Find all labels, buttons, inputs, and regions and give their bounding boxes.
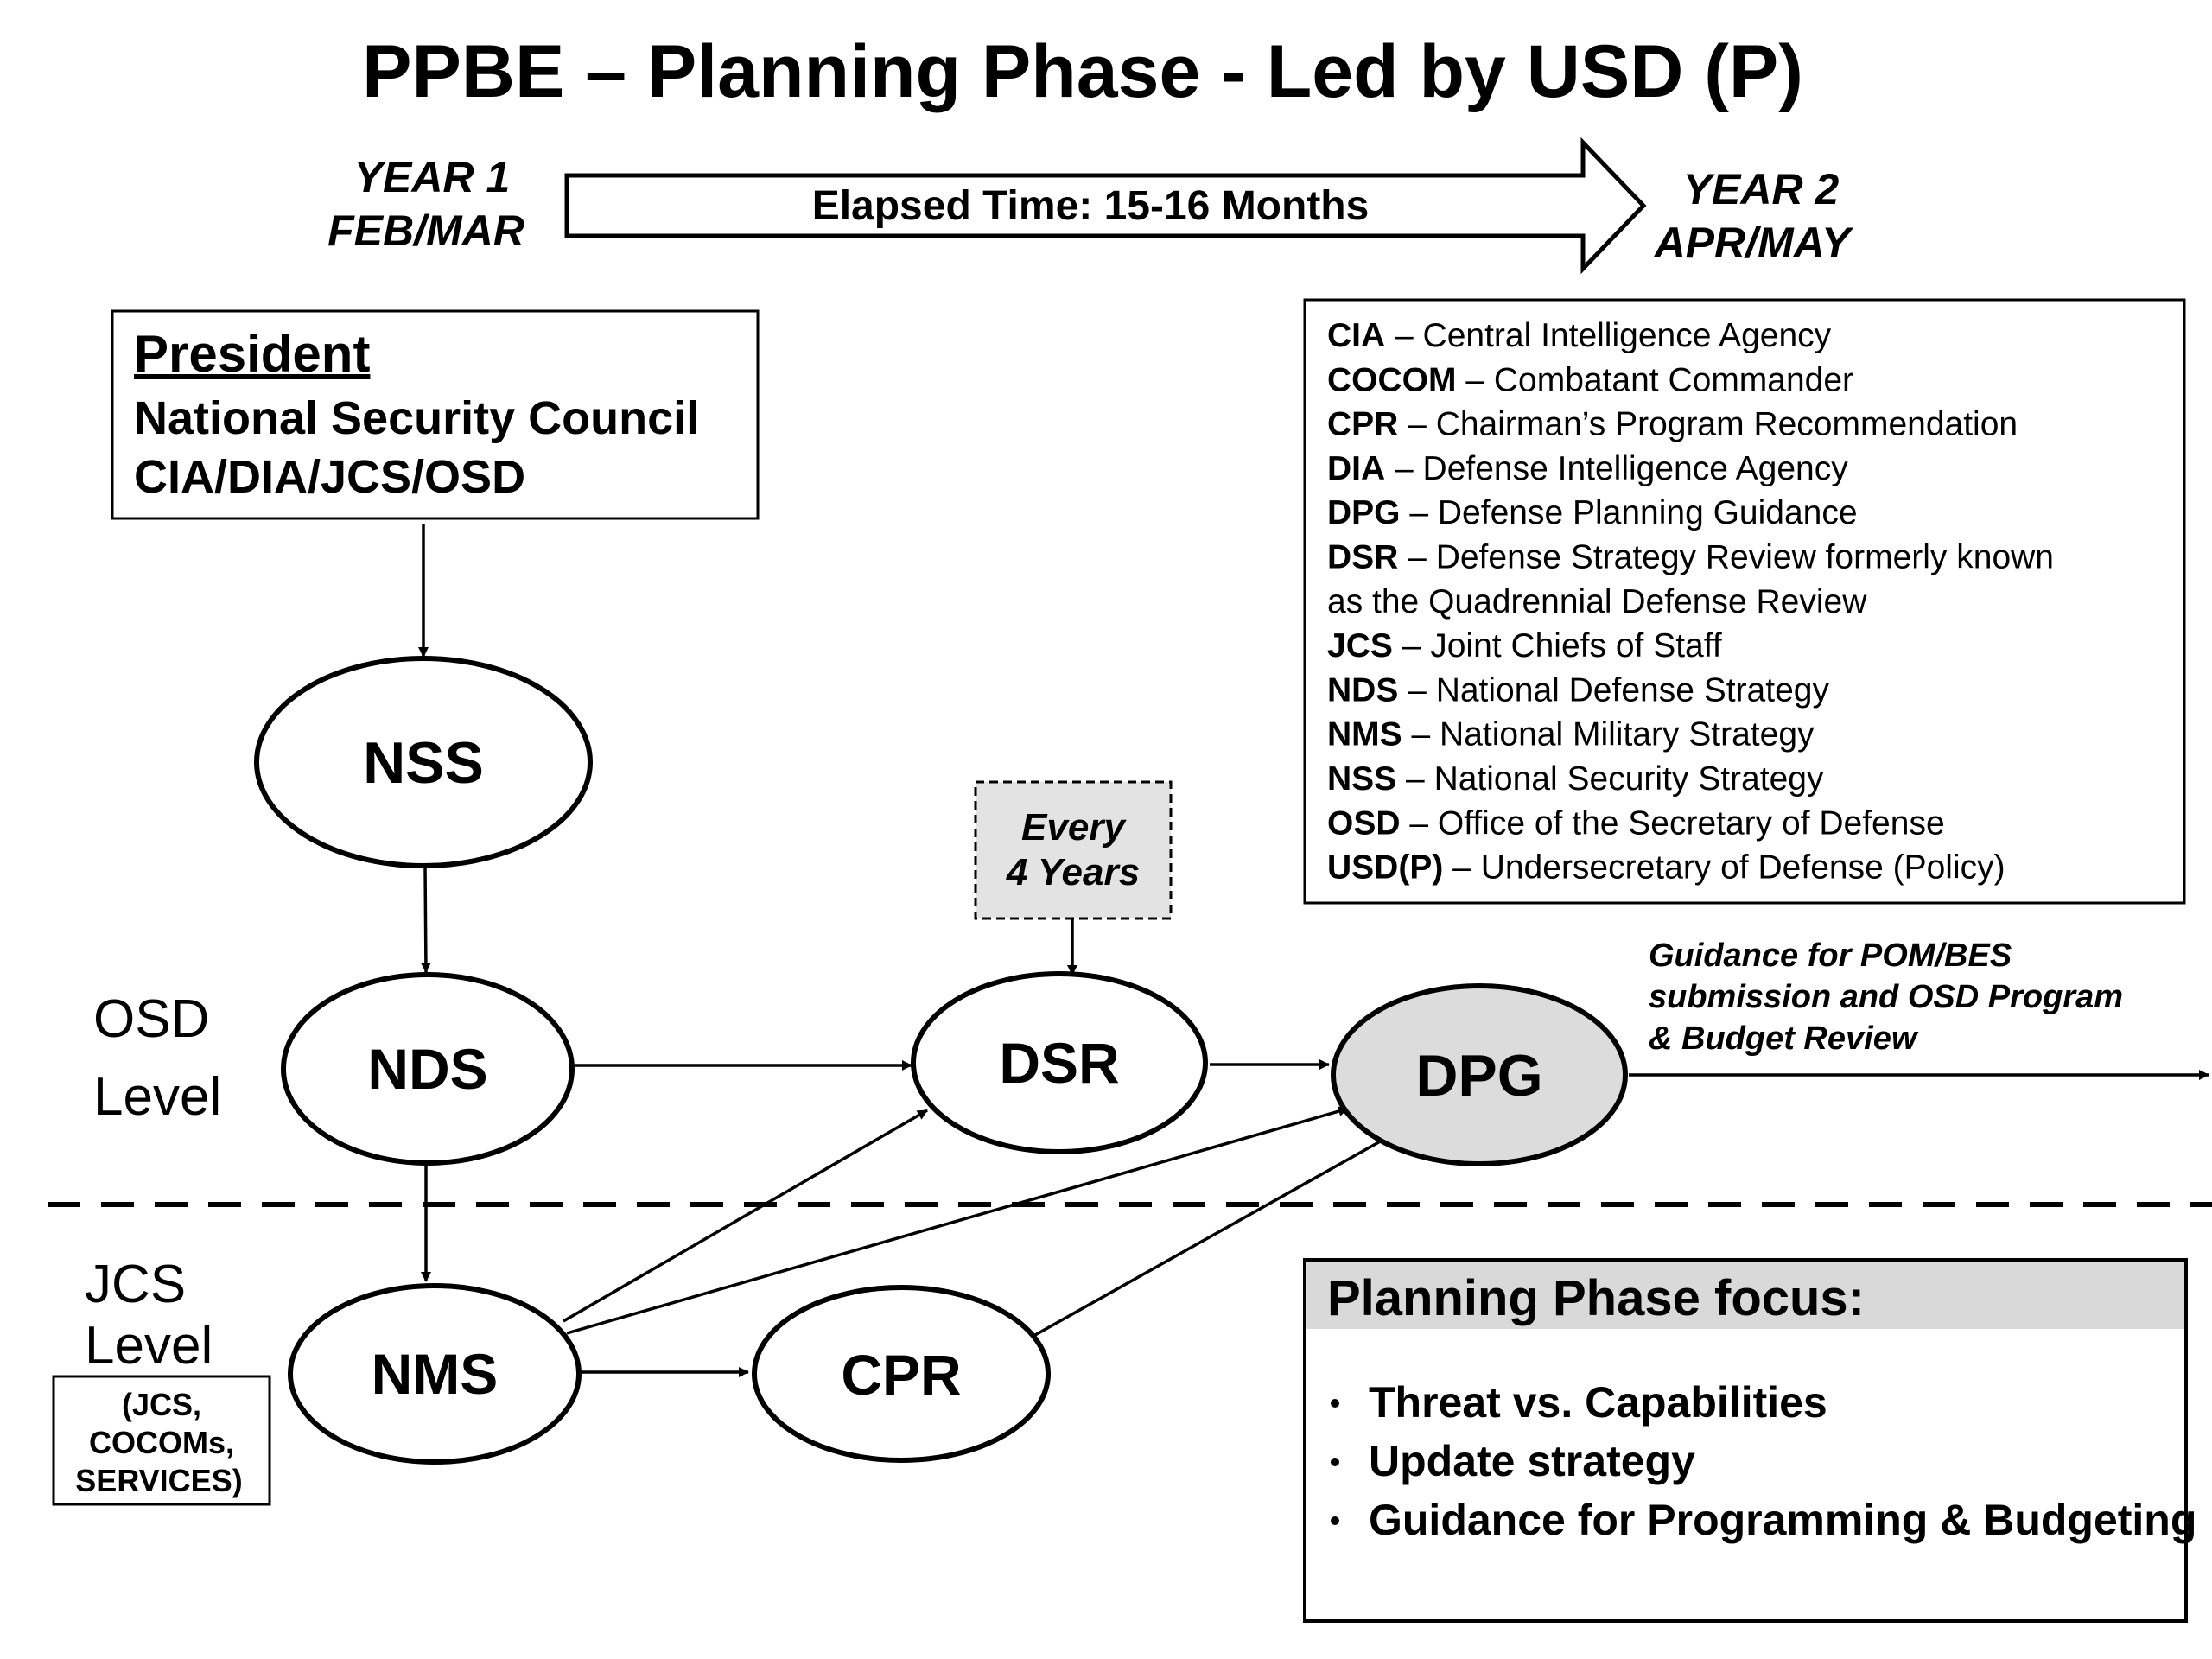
timeline-end-year: YEAR 2 (1683, 165, 1840, 213)
every-four-years-line1: Every (1021, 806, 1127, 849)
arrow-cpr-to-dpg (1034, 1135, 1390, 1337)
glossary-abbr: CPR (1327, 406, 1398, 443)
glossary-item: DIA – Defense Intelligence Agency (1327, 450, 1848, 487)
nms-node (288, 1283, 582, 1465)
jcs-members-line2: COCOMs, (89, 1425, 234, 1460)
glossary-definition: – Combatant Commander (1457, 361, 1854, 398)
timeline-end-months: APR/MAY (1653, 219, 1855, 267)
glossary-abbr: NSS (1327, 760, 1396, 798)
jcs-members-line3: SERVICES) (75, 1463, 242, 1498)
glossary-item: NSS – National Security Strategy (1327, 760, 1824, 798)
every-four-years-box (974, 780, 1173, 920)
glossary-definition: – Undersecretary of Defense (Policy) (1443, 849, 2005, 887)
dpg-output-line1: Guidance for POM/BES (1649, 938, 2012, 974)
jcs-level-label-line2: Level (85, 1316, 213, 1376)
glossary-item: NDS – National Defense Strategy (1327, 671, 1829, 709)
nss-node (254, 656, 593, 868)
nds-node-label: NDS (367, 1037, 487, 1101)
glossary-item: CPR – Chairman’s Program Recommendation (1327, 406, 2018, 443)
glossary-abbr: DPG (1327, 494, 1401, 531)
focus-item: Threat vs. Capabilities (1369, 1378, 1827, 1427)
focus-bullet-icon (1331, 1458, 1339, 1466)
focus-header-band (1306, 1262, 2184, 1329)
glossary-abbr: COCOM (1327, 361, 1457, 398)
timeline-start-months: FEB/MAR (327, 207, 524, 255)
glossary-item: OSD – Office of the Secretary of Defense (1327, 804, 1945, 842)
dsr-node (911, 971, 1208, 1154)
dpg-output-line3: & Budget Review (1649, 1020, 1919, 1057)
glossary-definition: – Defense Strategy Review formerly known (1398, 539, 2054, 576)
glossary-item: DPG – Defense Planning Guidance (1327, 494, 1858, 531)
elapsed-time-arrow (564, 137, 1647, 275)
glossary-item: USD(P) – Undersecretary of Defense (Poli… (1327, 849, 2005, 887)
elapsed-time-label: Elapsed Time: 15-16 Months (812, 183, 1370, 229)
glossary-item: COCOM – Combatant Commander (1327, 361, 1853, 398)
glossary-definition: – Defense Planning Guidance (1401, 494, 1858, 531)
glossary-abbr: DIA (1327, 450, 1385, 487)
nss-node-label: NSS (363, 730, 484, 796)
page-title: PPBE – Planning Phase - Led by USD (P) (362, 30, 1803, 113)
president-heading: President (134, 325, 370, 383)
glossary-abbr: USD(P) (1327, 849, 1443, 887)
dsr-node-label: DSR (999, 1031, 1119, 1095)
glossary-definition: – Joint Chiefs of Staff (1393, 627, 1722, 664)
jcs-members-line1: (JCS, (122, 1387, 201, 1422)
arrow-nms-to-dpg (566, 1106, 1349, 1335)
focus-bullet-icon (1331, 1399, 1339, 1408)
glossary-abbr: JCS (1327, 627, 1393, 664)
glossary-abbr: OSD (1327, 804, 1401, 842)
glossary-definition: as the Quadrennial Defense Review (1327, 583, 1867, 620)
glossary-abbr: NDS (1327, 671, 1398, 709)
jcs-members-box (52, 1375, 271, 1506)
dpg-output-line2: submission and OSD Program (1649, 979, 2123, 1015)
nds-node (281, 972, 575, 1166)
arrow-nss-to-nds (420, 866, 431, 973)
president-line-agencies: CIA/DIA/JCS/OSD (134, 451, 525, 503)
focus-item: Update strategy (1369, 1437, 1695, 1485)
focus-bullet-icon (1331, 1516, 1339, 1525)
glossary-item: NMS – National Military Strategy (1327, 716, 1815, 753)
glossary-definition: – Chairman’s Program Recommendation (1398, 406, 2018, 443)
arrow-nms-to-dsr (563, 1109, 928, 1323)
focus-heading: Planning Phase focus: (1327, 1270, 1865, 1326)
osd-level-label-line1: OSD (93, 989, 209, 1049)
every-four-years-line2: 4 Years (1006, 851, 1140, 893)
glossary-item: CIA – Central Intelligence Agency (1327, 317, 1832, 354)
glossary-abbr: DSR (1327, 539, 1398, 576)
cpr-node (752, 1285, 1051, 1463)
glossary-item: JCS – Joint Chiefs of Staff (1327, 627, 1722, 664)
president-box (111, 309, 760, 520)
glossary-abbr: NMS (1327, 716, 1402, 753)
osd-level-label-line2: Level (93, 1067, 221, 1127)
focus-item: Guidance for Programming & Budgeting (1369, 1496, 2196, 1544)
glossary-definition: – Office of the Secretary of Defense (1401, 804, 1945, 842)
glossary-abbr: CIA (1327, 317, 1385, 354)
glossary-box (1303, 298, 2186, 905)
glossary-definition: – National Military Strategy (1402, 716, 1815, 753)
nms-node-label: NMS (372, 1342, 499, 1406)
jcs-level-label-line1: JCS (85, 1255, 186, 1314)
glossary-definition: – National Security Strategy (1396, 760, 1824, 798)
glossary-item: DSR – Defense Strategy Review formerly k… (1327, 539, 2054, 576)
timeline-start-year: YEAR 1 (354, 153, 511, 201)
cpr-node-label: CPR (841, 1343, 961, 1407)
dpg-node-label: DPG (1415, 1043, 1542, 1109)
glossary-definition: – National Defense Strategy (1398, 671, 1829, 709)
dpg-node (1331, 983, 1628, 1166)
president-line-nsc: National Security Council (134, 392, 699, 444)
glossary-item: as the Quadrennial Defense Review (1327, 583, 1867, 620)
glossary-definition: – Defense Intelligence Agency (1385, 450, 1848, 487)
glossary-definition: – Central Intelligence Agency (1385, 317, 1831, 354)
